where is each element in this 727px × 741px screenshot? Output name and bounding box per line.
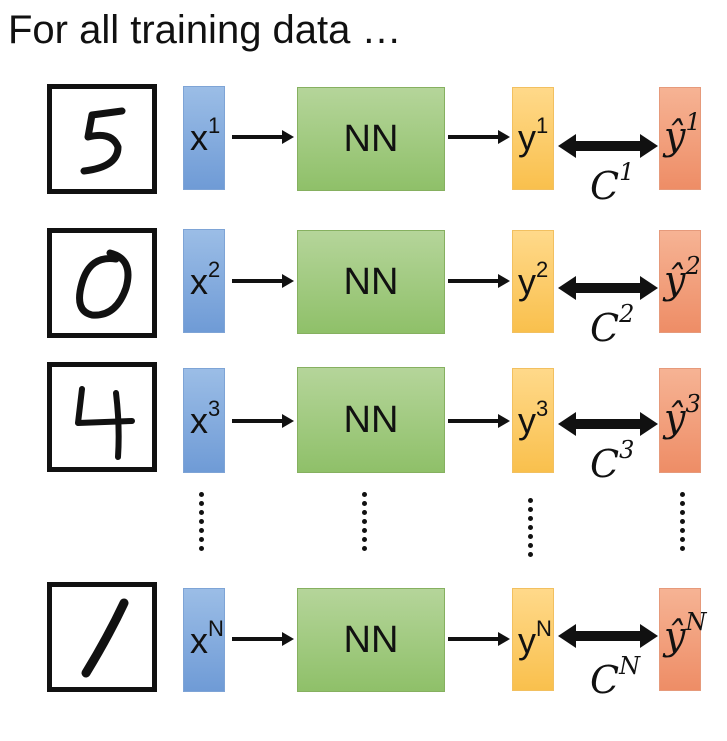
training-row-1: x1 NN y1 ŷ1 C1	[0, 82, 727, 208]
cost-label: CN	[590, 652, 641, 702]
output-vector-y	[512, 588, 554, 691]
digit-image-4	[47, 362, 157, 472]
ellipsis-dots-target	[680, 492, 686, 555]
cost-label: C2	[590, 300, 635, 350]
cost-double-arrow	[558, 276, 658, 300]
target-vector-yhat	[659, 588, 701, 691]
arrow-to-output	[448, 274, 510, 288]
input-vector-x	[183, 86, 225, 190]
arrow-to-output	[448, 130, 510, 144]
training-row-2: x2 NN y2 ŷ2 C2	[0, 226, 727, 350]
cost-double-arrow	[558, 134, 658, 158]
digit-image-5	[47, 84, 157, 194]
cost-double-arrow	[558, 412, 658, 436]
handwritten-4-icon	[75, 386, 135, 460]
output-label: y2	[518, 257, 549, 302]
target-label: ŷ2	[664, 252, 701, 302]
training-row-3: x3 NN y3 ŷ3 C3	[0, 360, 727, 486]
cost-label: C1	[590, 158, 635, 208]
training-row-n: xN NN yN ŷN CN	[0, 580, 727, 702]
ellipsis-dots-input	[199, 492, 205, 555]
arrow-to-network	[232, 130, 294, 144]
ellipsis-dots-output	[528, 498, 534, 561]
diagram-title: For all training data …	[8, 8, 402, 52]
neural-network-box: NN	[297, 367, 445, 473]
arrow-to-network	[232, 632, 294, 646]
neural-network-box: NN	[297, 230, 445, 334]
digit-image-0	[47, 228, 157, 338]
cost-double-arrow	[558, 624, 658, 648]
ellipsis-dots-network	[362, 492, 368, 555]
input-vector-x	[183, 229, 225, 333]
handwritten-1-icon	[81, 598, 129, 678]
handwritten-0-icon	[76, 249, 132, 319]
arrow-to-output	[448, 414, 510, 428]
neural-network-box: NN	[297, 87, 445, 191]
cost-label: C3	[590, 436, 635, 486]
output-label: yN	[518, 616, 552, 661]
output-vector-y	[512, 230, 554, 333]
input-label: x1	[190, 113, 221, 158]
arrow-to-output	[448, 632, 510, 646]
output-label: y3	[518, 396, 549, 441]
output-vector-y	[512, 368, 554, 473]
input-label: x3	[190, 396, 221, 441]
input-label: x2	[190, 257, 221, 302]
target-vector-yhat	[659, 87, 701, 190]
target-label: ŷ3	[664, 390, 701, 440]
input-vector-x	[183, 588, 225, 692]
output-label: y1	[518, 113, 549, 158]
input-label: xN	[190, 616, 224, 661]
arrow-to-network	[232, 414, 294, 428]
input-vector-x	[183, 368, 225, 473]
target-label: ŷN	[664, 608, 707, 658]
handwritten-5-icon	[80, 107, 126, 175]
arrow-to-network	[232, 274, 294, 288]
target-vector-yhat	[659, 368, 701, 473]
neural-network-box: NN	[297, 588, 445, 692]
output-vector-y	[512, 87, 554, 190]
target-label: ŷ1	[664, 108, 701, 158]
target-vector-yhat	[659, 230, 701, 333]
digit-image-1	[47, 582, 157, 692]
